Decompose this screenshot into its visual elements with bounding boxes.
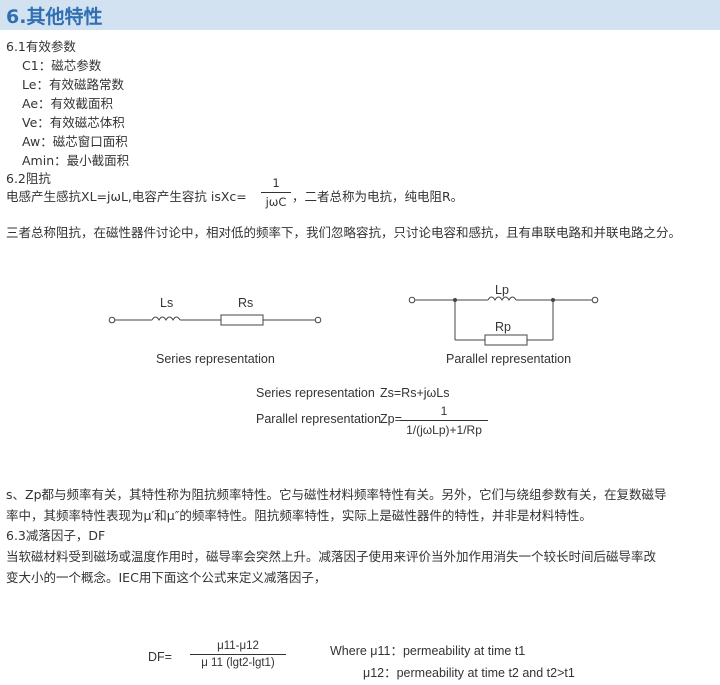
parallel-caption: Parallel representation (446, 352, 572, 366)
param-desc: 磁芯窗口面积 (52, 134, 128, 149)
rp-label: Rp (495, 320, 511, 334)
param-item: Aw：磁芯窗口面积 (22, 134, 128, 149)
section-6-2-heading: 6.2阻抗 (6, 171, 51, 186)
section-header-bar (0, 0, 720, 30)
param-desc: 有效磁芯体积 (49, 115, 125, 130)
fraction-bar (190, 654, 286, 655)
parallel-formula-lhs: Zp= (380, 412, 402, 426)
param-symbol: Amin (22, 153, 55, 168)
fraction-numerator: 1 (440, 404, 448, 418)
df-label: DF= (148, 650, 172, 664)
parallel-formula-fraction: 1 1/(jωLp)+1/Rp (400, 404, 488, 437)
param-symbol: Ae (22, 96, 39, 111)
series-circuit-diagram (108, 314, 322, 326)
param-item: Le：有效磁路常数 (22, 77, 124, 92)
series-formula-label: Series representation (256, 386, 375, 400)
df-fraction: μ11-μ12 μ 11 (lgt2-lgt1) (190, 640, 286, 669)
impedance-frequency-line-1: s、Zp都与频率有关，其特性称为阻抗频率特性。它与磁性材料频率特性有关。另外，它… (6, 487, 667, 502)
rs-label: Rs (238, 296, 254, 310)
section-title: 6.其他特性 (6, 6, 103, 28)
fraction-numerator: 1 (272, 176, 280, 190)
param-desc: 最小截面积 (66, 153, 130, 168)
impedance-paragraph: 三者总称阻抗，在磁性器件讨论中，相对低的频率下，我们忽略容抗，只讨论电容和感抗，… (6, 225, 682, 240)
fraction-bar (261, 192, 291, 193)
disaccommodation-line-1: 当软磁材料受到磁场或温度作用时，磁导率会突然上升。减落因子使用来评价当外加作用消… (6, 549, 657, 564)
param-desc: 有效磁路常数 (48, 77, 124, 92)
lp-label: Lp (495, 283, 509, 297)
where-line-2: μ12：permeability at time t2 and t2>t1 (363, 666, 575, 680)
section-6-1-heading: 6.1有效参数 (6, 39, 76, 54)
where-line-1: Where μ11：permeability at time t1 (330, 644, 526, 658)
section-6-3-heading: 6.3减落因子，DF (6, 528, 106, 543)
fraction-denominator: μ 11 (lgt2-lgt1) (201, 657, 275, 669)
fraction-bar (400, 420, 488, 421)
parallel-formula-label: Parallel representation (256, 412, 382, 426)
param-item: Amin：最小截面积 (22, 153, 130, 168)
fraction-denominator: 1/(jωLp)+1/Rp (406, 423, 482, 437)
fraction-denominator: jωC (265, 195, 287, 209)
param-symbol: C1 (22, 58, 39, 73)
reactance-line-prefix: 电感产生感抗XL=jωL,电容产生容抗 isXc= (6, 189, 247, 204)
fraction-numerator: μ11-μ12 (217, 640, 259, 652)
param-item: Ve：有效磁芯体积 (22, 115, 125, 130)
impedance-frequency-line-2: 率中，其频率特性表现为μ′和μ″的频率特性。阻抗频率特性，实际上是磁性器件的特性… (6, 508, 592, 523)
param-item: C1：磁芯参数 (22, 58, 102, 73)
param-symbol: Aw (22, 134, 41, 149)
parallel-circuit-diagram (408, 296, 599, 346)
ls-label: Ls (160, 296, 174, 310)
disaccommodation-line-2: 变大小的一个概念。IEC用下面这个公式来定义减落因子， (6, 570, 327, 585)
reactance-line-suffix: ，二者总称为电抗，纯电阻R。 (292, 189, 464, 204)
param-symbol: Ve (22, 115, 38, 130)
param-desc: 磁芯参数 (51, 58, 102, 73)
series-caption: Series representation (156, 352, 275, 366)
reactance-fraction: 1 jωC (261, 176, 291, 209)
param-desc: 有效截面积 (50, 96, 114, 111)
param-item: Ae：有效截面积 (22, 96, 114, 111)
param-symbol: Le (22, 77, 37, 92)
series-formula-expr: Zs=Rs+jωLs (380, 386, 450, 400)
